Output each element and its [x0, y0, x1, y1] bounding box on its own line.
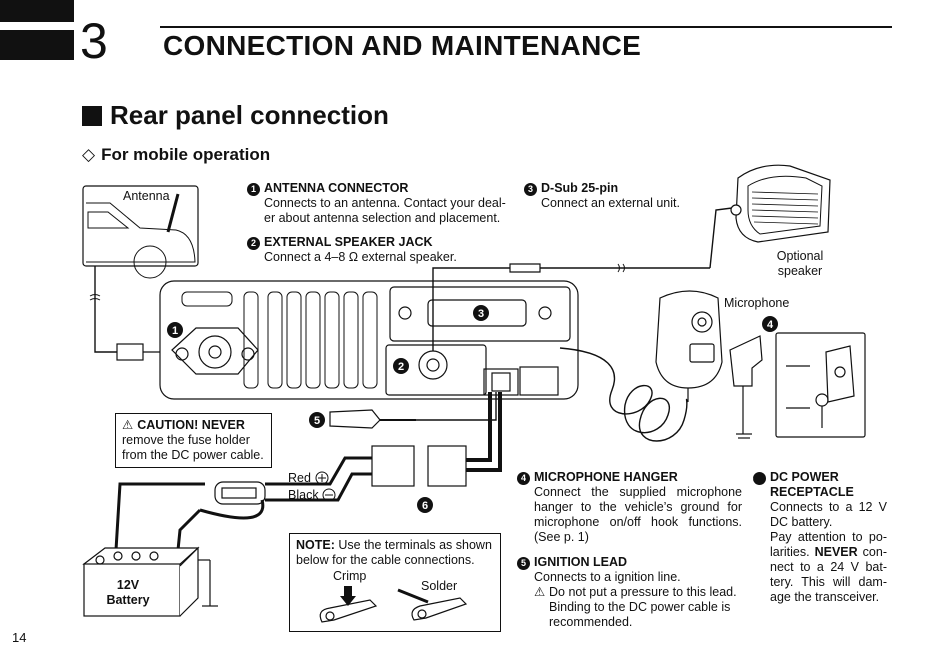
callout-1: 1: [172, 325, 178, 337]
header-tab-bar-bottom: [0, 30, 74, 60]
item-text: Connect the supplied microphone hanger t…: [534, 485, 742, 544]
warning-icon: ⚠: [534, 585, 546, 599]
caution-text: remove the fuse holder from the DC power…: [122, 433, 264, 462]
header-rule: [160, 26, 892, 28]
note-text: NOTE: Use the terminals as shown below f…: [296, 538, 492, 567]
optional-speaker: [730, 164, 831, 243]
callout-4: 4: [767, 319, 774, 331]
diamond-icon: ◇: [82, 145, 96, 164]
caution-title: ⚠CAUTION! NEVER: [122, 418, 245, 432]
item-text-2: Pay attention to po-larities. NEVER con-…: [770, 530, 887, 604]
item-text: Connects to an antenna. Contact your dea…: [264, 196, 506, 225]
callout-5: 5: [314, 415, 320, 427]
red-label: Red: [288, 471, 311, 485]
section-square-icon: [82, 106, 102, 126]
chapter-title: CONNECTION AND MAINTENANCE: [163, 30, 642, 61]
antenna-car-frame: [82, 185, 199, 267]
callout-3: 3: [478, 308, 484, 320]
optional-speaker-label: Optional speaker: [776, 249, 824, 278]
microphone: [655, 290, 723, 402]
section-title-text: Rear panel connection: [110, 100, 389, 130]
item-text: Connect a 4–8 Ω external speaker.: [264, 250, 457, 264]
antenna-label: Antenna: [122, 189, 171, 204]
section-title: Rear panel connection: [82, 100, 389, 131]
subsection-title: ◇ For mobile operation: [82, 145, 270, 165]
solder-label: Solder: [421, 579, 458, 593]
warning-icon: ⚠: [122, 418, 134, 432]
callout-6: 6: [422, 500, 428, 512]
radio-rear-panel: [159, 280, 579, 400]
microphone-label: Microphone: [724, 296, 790, 310]
black-label: Black: [288, 488, 319, 502]
chapter-number: 3: [80, 13, 108, 69]
item-warning: ⚠Do not put a pressure to this lead. Bin…: [534, 585, 737, 629]
crimp-label: Crimp: [333, 569, 367, 583]
header-tab-bar-top: [0, 0, 74, 22]
note-box: NOTE: Use the terminals as shown below f…: [289, 533, 501, 632]
item-text: Connects to a ignition line.: [534, 570, 681, 584]
caution-box: ⚠CAUTION! NEVER remove the fuse holder f…: [115, 413, 272, 468]
item-text: Connect an external unit.: [541, 196, 680, 210]
callout-2: 2: [398, 361, 404, 373]
item-text: Connects to a 12 V DC battery.: [770, 500, 887, 529]
battery-label: 12V Battery: [106, 578, 150, 607]
subsection-title-text: For mobile operation: [101, 145, 271, 164]
page-number: 14: [12, 630, 27, 645]
